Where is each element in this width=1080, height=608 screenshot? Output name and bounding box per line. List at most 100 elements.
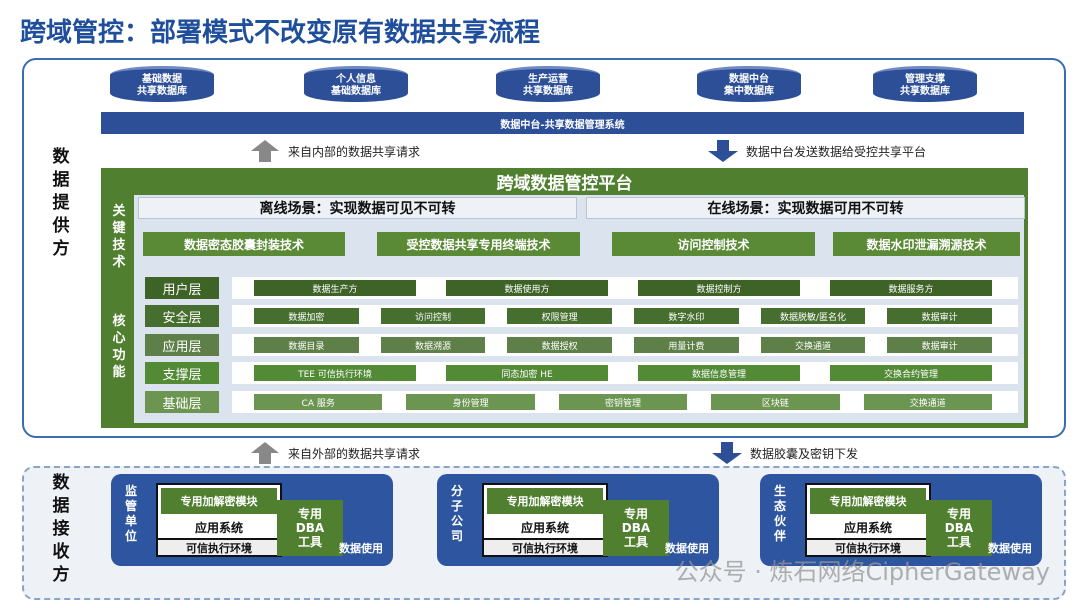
offline-scene: 离线场景：实现数据可见不可转	[138, 197, 577, 219]
dba-line: DBA	[621, 521, 651, 535]
secure-env-box: 专用加解密模块 应用系统 可信执行环境	[156, 483, 282, 557]
core-function-label: 核心功能	[112, 314, 126, 380]
database-label: 基础数据库	[331, 85, 381, 97]
crypto-module: 专用加解密模块	[487, 488, 603, 514]
key-tech-label: 关键技术	[112, 204, 126, 270]
database-label: 管理支撑	[905, 73, 945, 85]
external-request-arrow: 来自外部的数据共享请求	[250, 442, 420, 464]
crypto-module: 专用加解密模块	[161, 488, 277, 514]
layer-row: 数据生产方 数据使用方 数据控制方 数据服务方	[232, 277, 1018, 299]
layer-row: 数据目录数据溯源数据授权用量计费交换通道数据审计	[232, 334, 1018, 356]
data-use-label: 数据使用	[988, 542, 1032, 555]
layer-label: 基础层	[145, 391, 219, 413]
layer-item: 密钥管理	[558, 394, 688, 410]
layer-label: 应用层	[145, 334, 219, 356]
card-side-label: 生态伙伴	[773, 484, 786, 543]
card-side-label: 分子公司	[450, 484, 463, 543]
layer-item: 数据控制方	[638, 280, 800, 296]
watermark: 公众号 · 炼石网络CipherGateway	[674, 558, 1050, 586]
provider-section	[22, 58, 1066, 438]
layer-item: 权限管理	[507, 308, 612, 324]
layer-item: 身份管理	[406, 394, 535, 410]
database-label: 基础数据	[142, 73, 182, 85]
layer-item: 同态加密 HE	[446, 365, 608, 381]
database-cylinder: 生产运营共享数据库	[496, 66, 600, 102]
dba-line: 专用	[297, 507, 322, 521]
crypto-module: 专用加解密模块	[810, 488, 926, 514]
layer-item: 数据授权	[507, 337, 612, 353]
layer-item: TEE 可信执行环境	[254, 365, 416, 381]
layer-item: 交换合约管理	[830, 365, 992, 381]
layer-item: 用量计费	[634, 337, 739, 353]
layer-item: 数据使用方	[446, 280, 608, 296]
dba-line: 专用	[946, 507, 971, 521]
layer-row: 数据加密访问控制权限管理数字水印数据脱敏/匿名化数据审计	[232, 305, 1018, 327]
layer-item: 数据信息管理	[638, 365, 800, 381]
secure-env-box: 专用加解密模块 应用系统 可信执行环境	[482, 483, 608, 557]
layer-item: 区块链	[711, 394, 840, 410]
layer-row: CA 服务 身份管理 密钥管理 区块链 交换通道	[232, 391, 1018, 413]
layer-item: 数据服务方	[830, 280, 992, 296]
app-system: 应用系统	[520, 520, 569, 535]
layer-item: 数据加密	[254, 308, 359, 324]
layer-item: 交换通道	[760, 337, 866, 353]
mgmt-system-bar: 数据中台-共享数据管理系统	[101, 112, 1024, 134]
internal-request-label: 来自内部的数据共享请求	[288, 144, 421, 159]
tech-item: 数据水印泄漏溯源技术	[833, 232, 1020, 256]
database-cylinder: 数据中台集中数据库	[697, 66, 801, 102]
send-data-label: 数据中台发送数据给受控共享平台	[746, 144, 927, 159]
database-cylinder: 管理支撑共享数据库	[873, 66, 977, 102]
layer-item: 数据脱敏/匿名化	[760, 308, 866, 324]
layer-item: CA 服务	[254, 394, 383, 410]
database-label: 数据中台	[729, 73, 769, 85]
layer-label: 用户层	[145, 277, 219, 299]
send-data-arrow: 数据中台发送数据给受控共享平台	[708, 140, 926, 162]
layer-item: 交换通道	[863, 394, 992, 410]
layer-item: 数据审计	[887, 308, 992, 324]
layer-item: 数据生产方	[254, 280, 416, 296]
down-arrow-icon	[708, 140, 738, 162]
database-label: 共享数据库	[523, 85, 573, 97]
layer-item: 数据审计	[887, 337, 992, 353]
external-request-label: 来自外部的数据共享请求	[288, 446, 421, 461]
dba-line: 专用	[623, 507, 648, 521]
database-label: 个人信息	[336, 73, 376, 85]
provider-label: 数据提供方	[52, 147, 70, 259]
data-use-label: 数据使用	[665, 542, 709, 555]
secure-env-box: 专用加解密模块 应用系统 可信执行环境	[805, 483, 931, 557]
online-scene: 在线场景：实现数据可用不可转	[586, 197, 1025, 219]
layer-item: 访问控制	[380, 308, 486, 324]
card-side-label: 监管单位	[124, 484, 137, 543]
tee-env: 可信执行环境	[484, 538, 606, 555]
internal-request-arrow: 来自内部的数据共享请求	[250, 140, 420, 162]
tech-item: 受控数据共享专用终端技术	[377, 232, 580, 256]
database-label: 集中数据库	[724, 85, 774, 97]
layer-label: 安全层	[145, 305, 219, 327]
capsule-arrow: 数据胶囊及密钥下发	[712, 442, 858, 464]
dba-line: 工具	[297, 535, 322, 549]
down-arrow-icon	[712, 442, 742, 464]
database-cylinder: 基础数据共享数据库	[110, 66, 214, 102]
capsule-label: 数据胶囊及密钥下发	[750, 446, 859, 461]
app-system: 应用系统	[194, 520, 243, 535]
dba-line: DBA	[295, 521, 325, 535]
tech-item: 数据密态胶囊封装技术	[143, 232, 345, 256]
up-arrow-icon	[250, 442, 280, 464]
layer-label: 支撑层	[145, 362, 219, 384]
dba-line: 工具	[623, 535, 648, 549]
tech-item: 访问控制技术	[612, 232, 815, 256]
database-cylinder: 个人信息基础数据库	[304, 66, 408, 102]
app-system: 应用系统	[843, 520, 892, 535]
layer-item: 数据溯源	[380, 337, 486, 353]
dba-line: 工具	[946, 535, 971, 549]
layer-row: TEE 可信执行环境 同态加密 HE 数据信息管理 交换合约管理	[232, 362, 1018, 384]
database-label: 生产运营	[528, 73, 568, 85]
page-title: 跨域管控：部署模式不改变原有数据共享流程	[20, 18, 541, 48]
receiver-label: 数据接收方	[52, 473, 70, 585]
